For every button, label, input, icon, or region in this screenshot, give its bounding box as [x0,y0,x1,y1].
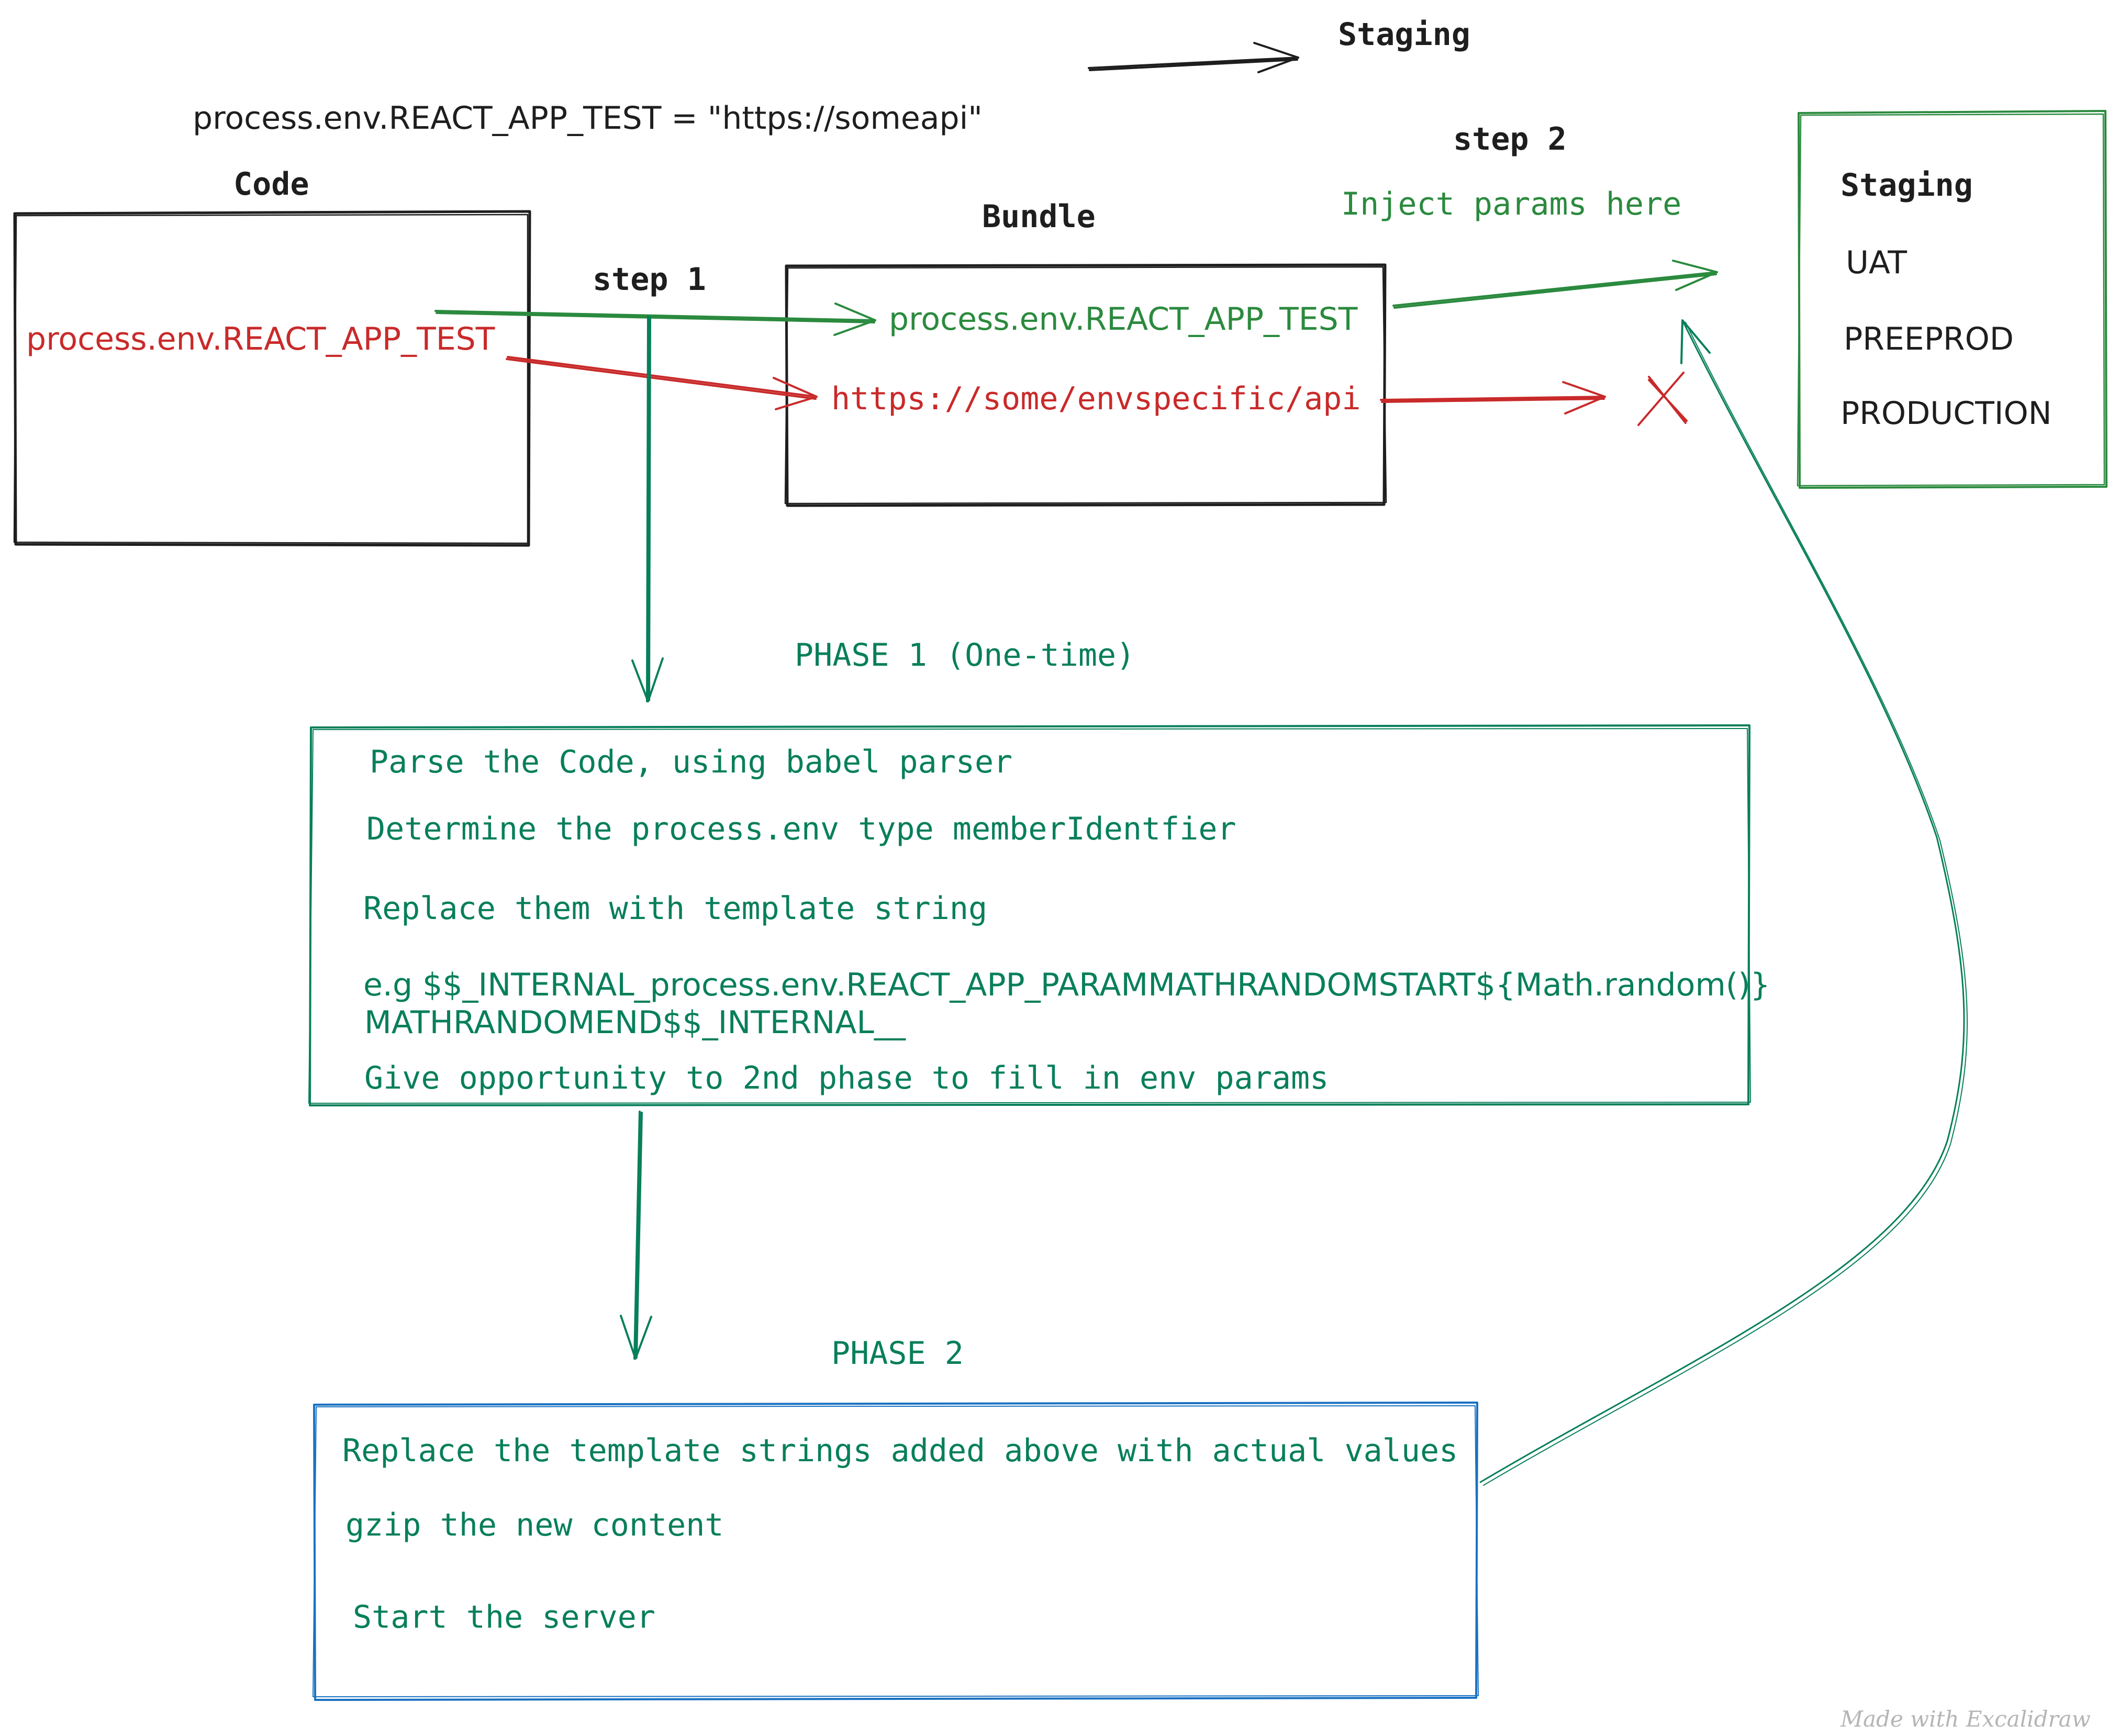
phase2-line-3: Start the server [353,1599,655,1636]
code-box [13,210,531,547]
bundle-api-line: https://some/envspecific/api [831,380,1361,417]
code-box-title: Code [233,166,309,203]
staging-arrow [1088,57,1299,71]
phase1-line-6: Give opportunity to 2nd phase to fill in… [364,1060,1329,1096]
phase1-line-4: e.g $$_INTERNAL_process.env.REACT_APP_PA… [363,967,1770,1003]
excalidraw-watermark: Made with Excalidraw [1841,1706,2091,1732]
phase1-line-1: Parse the Code, using babel parser [370,744,1013,780]
environments-box [1798,110,2107,489]
inject-params-note: Inject params here [1341,186,1682,222]
staging-label: Staging [1338,16,1470,53]
step1-green-arrow [434,310,876,323]
bundle-to-inject-arrow [1392,271,1718,309]
step1-to-phase1-arrow [646,315,651,702]
phase1-line-5: MATHRANDOMEND$$_INTERNAL__ [364,1004,906,1041]
step2-label: step 2 [1453,121,1567,158]
step1-label: step 1 [593,261,706,298]
phase1-line-2: Determine the process.env type memberIde… [366,811,1236,847]
phase1-to-phase2-arrow [633,1111,643,1360]
env-item-uat: UAT [1846,244,1907,281]
bundle-box-title: Bundle [982,198,1096,235]
code-box-content: process.env.REACT_APP_TEST [26,321,495,357]
phase2-box [313,1402,1478,1701]
phase1-line-3: Replace them with template string [363,890,988,927]
phase2-title: PHASE 2 [831,1335,964,1372]
env-item-production: PRODUCTION [1841,395,2052,432]
env-assignment-text: process.env.REACT_APP_TEST = "https://so… [193,100,983,137]
code-to-api-red-arrow [506,356,818,400]
red-cross-icon [1637,372,1688,426]
phase2-to-environments-arrow [1479,319,1965,1483]
api-rejected-red-arrow [1380,396,1606,403]
bundle-box [785,263,1387,507]
env-item-preeprod: PREEPROD [1844,321,2014,357]
phase1-title: PHASE 1 (One-time) [795,637,1135,674]
phase2-line-1: Replace the template strings added above… [342,1432,1458,1469]
env-item-staging: Staging [1841,167,1973,204]
bundle-env-line: process.env.REACT_APP_TEST [889,301,1358,338]
phase2-line-2: gzip the new content [345,1507,724,1543]
